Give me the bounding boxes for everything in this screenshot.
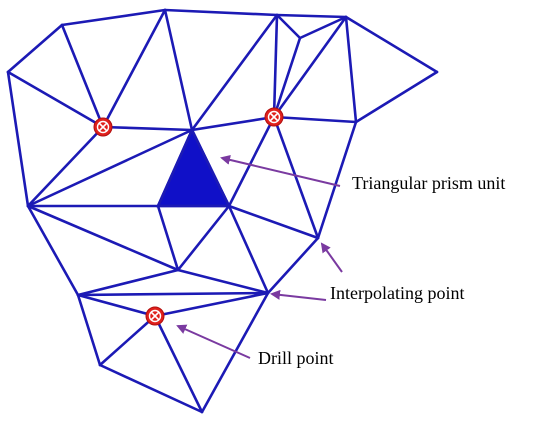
mesh-edge: [26, 204, 80, 297]
mesh-edge: [163, 8, 194, 132]
mesh-edge: [272, 15, 348, 119]
drill-point-3-circled-x-icon: [145, 306, 165, 326]
arrow-to-drill: [176, 324, 251, 359]
mesh-edge: [156, 128, 194, 208]
mesh-edge: [227, 115, 276, 208]
label-drill-point: Drill point: [258, 348, 334, 368]
mesh-edge: [26, 204, 180, 272]
mesh-edge: [200, 291, 270, 414]
mesh-edge: [354, 70, 439, 124]
arrow-to-prism: [220, 154, 341, 187]
mesh-edge: [98, 314, 157, 367]
mesh-edge: [76, 291, 270, 297]
mesh-edge: [275, 13, 348, 19]
mesh-edge: [275, 13, 302, 40]
mesh-edge: [101, 8, 167, 129]
mesh-edge: [60, 8, 167, 27]
mesh-edge: [98, 363, 204, 414]
mesh-edge: [76, 293, 102, 367]
mesh-edge: [6, 70, 30, 208]
mesh-edge: [153, 314, 204, 414]
arrow-to-interp-2: [270, 289, 327, 301]
mesh-edge: [153, 291, 270, 318]
mesh-edge: [272, 13, 279, 119]
mesh-edge: [272, 115, 358, 124]
drill-point-2-circled-x-icon: [264, 107, 284, 127]
mesh-edge: [101, 125, 194, 132]
mesh-edge: [60, 23, 105, 129]
mesh-edge: [190, 13, 279, 132]
mesh-edge: [227, 204, 320, 240]
mesh-edge: [344, 15, 358, 124]
mesh-edge: [26, 128, 194, 208]
mesh-edge: [6, 70, 105, 129]
mesh-edge: [227, 204, 270, 295]
mesh-edge: [176, 204, 231, 272]
mesh-edge: [344, 15, 439, 74]
drill-point-1-circled-x-icon: [93, 117, 113, 137]
mesh-edge: [163, 8, 279, 17]
label-triangular-prism-unit: Triangular prism unit: [352, 173, 506, 193]
arrow-to-interp-1: [320, 242, 343, 273]
mesh-edge: [190, 115, 276, 132]
mesh-edge: [26, 125, 105, 208]
mesh-edge: [176, 268, 270, 295]
mesh-edge: [6, 23, 64, 74]
label-interpolating-point: Interpolating point: [330, 283, 465, 303]
mesh-edge: [76, 268, 180, 297]
mesh-edge: [298, 15, 348, 40]
mesh-edge: [316, 120, 358, 240]
mesh-edge: [272, 115, 320, 240]
mesh-edge: [76, 293, 157, 318]
mesh-edge: [190, 128, 231, 208]
mesh-edge: [272, 36, 302, 119]
mesh-edge: [266, 236, 320, 295]
mesh-edge: [156, 204, 180, 272]
